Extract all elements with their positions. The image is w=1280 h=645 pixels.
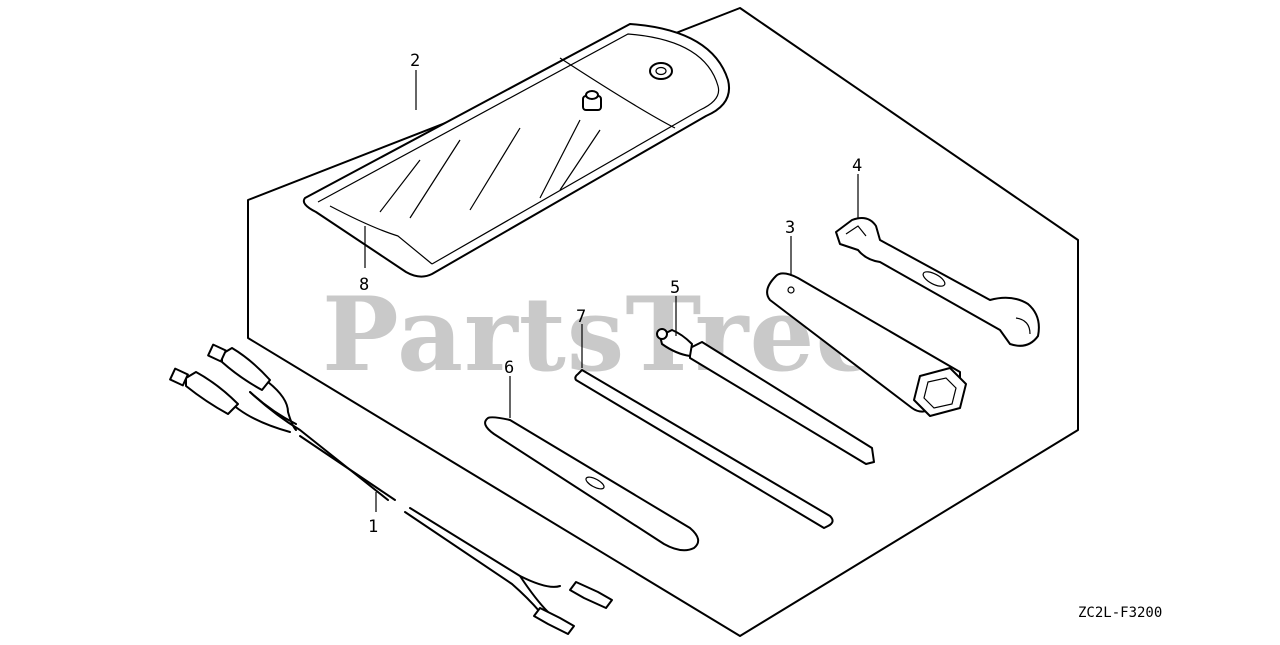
diagram-frame [247,7,1079,637]
charging-cable [169,343,613,635]
callout-8: 8 [359,275,369,295]
leader-lines [364,70,859,512]
tool-rod [574,369,834,529]
wrench [835,217,1040,347]
callout-4: 4 [852,156,862,176]
tool-plate [484,416,700,552]
diagram-code: ZC2L-F3200 [1078,605,1162,621]
callout-6: 6 [504,358,514,378]
screwdriver [656,328,875,465]
box-spanner [766,272,967,417]
tool-bag [302,23,730,278]
callout-3: 3 [785,218,795,238]
callout-5: 5 [670,278,680,298]
callout-7: 7 [576,307,586,327]
callout-2: 2 [410,51,420,71]
callout-1: 1 [368,517,378,537]
